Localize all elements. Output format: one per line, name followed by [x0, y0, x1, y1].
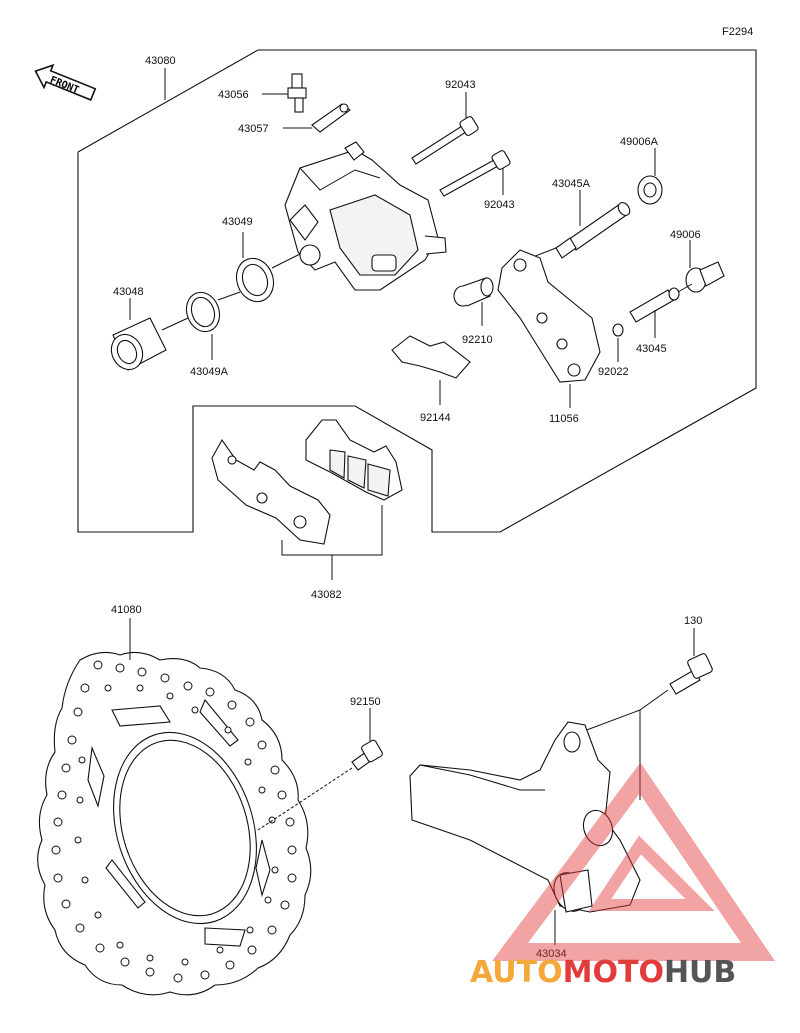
caliper-holder — [409, 721, 641, 913]
label-49006a: 49006A — [620, 136, 659, 148]
label-11056: 11056 — [549, 413, 579, 425]
piston-seal — [185, 291, 221, 333]
label-92144: 92144 — [420, 412, 451, 424]
label-43045a: 43045A — [552, 178, 591, 190]
slide-pin-lower — [439, 150, 511, 197]
bleeder-valve — [287, 73, 307, 113]
front-arrow-icon: FRONT — [34, 63, 97, 101]
label-92043-upper: 92043 — [445, 79, 476, 91]
label-43034: 43034 — [536, 948, 567, 960]
label-92210: 92210 — [462, 334, 493, 346]
label-43056: 43056 — [218, 89, 249, 101]
pin-43045 — [629, 287, 680, 323]
label-43049a: 43049A — [190, 366, 229, 378]
boot-49006a — [637, 175, 663, 205]
pin-43045a — [555, 202, 631, 259]
label-130: 130 — [684, 615, 702, 627]
flange-bolt — [669, 653, 713, 695]
label-43045: 43045 — [636, 343, 667, 355]
caliper-assembly-frame — [77, 49, 757, 533]
spring-pad — [391, 335, 471, 379]
label-43057: 43057 — [238, 123, 269, 135]
piston — [110, 317, 167, 371]
disc-bolt — [351, 739, 383, 771]
label-43049: 43049 — [222, 216, 253, 228]
bracket — [497, 249, 601, 383]
label-49006: 49006 — [670, 229, 701, 241]
pad-right — [305, 419, 403, 501]
label-43048: 43048 — [113, 286, 144, 298]
label-92150: 92150 — [350, 696, 381, 708]
label-43082: 43082 — [311, 589, 342, 601]
dust-seal — [235, 257, 275, 303]
label-43080: 43080 — [145, 55, 176, 67]
pad-left — [211, 438, 331, 545]
label-92043-lower: 92043 — [484, 199, 515, 211]
bleeder-cap — [311, 103, 351, 133]
collar — [453, 277, 494, 307]
clip-ring — [612, 323, 624, 337]
watermark-text: AUTOMOTOHUB — [470, 955, 736, 990]
brake-disc — [37, 651, 312, 996]
figure-code: F2294 — [722, 26, 753, 38]
caliper-body — [284, 141, 447, 291]
watermark-logo — [492, 762, 775, 961]
label-41080: 41080 — [111, 604, 142, 616]
boot-49006 — [685, 261, 725, 293]
slide-pin-upper — [411, 116, 479, 165]
label-92022: 92022 — [598, 366, 629, 378]
